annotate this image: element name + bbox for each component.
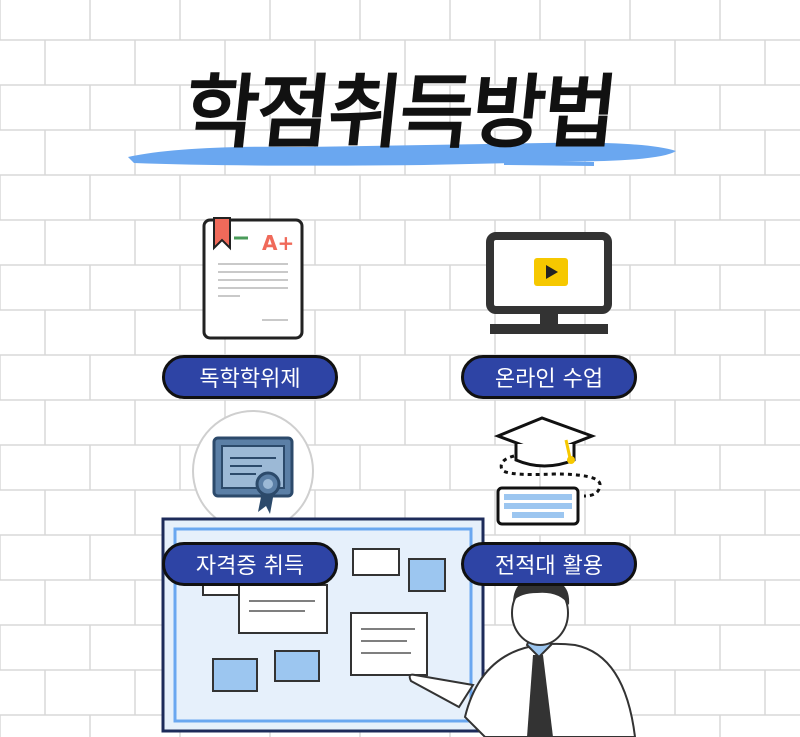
presenter-whiteboard-illustration — [161, 517, 637, 737]
graduation-cap-keyboard-icon — [494, 416, 602, 526]
diploma-badge-icon — [192, 410, 314, 532]
certificate-document-icon: A+ — [202, 217, 304, 340]
title-area: 학점취득방법 — [0, 55, 800, 185]
page-title: 학점취득방법 — [180, 66, 620, 159]
method-pill-previous-college[interactable]: 전적대 활용 — [461, 542, 637, 586]
method-pill-certificate[interactable]: 자격증 취득 — [162, 542, 338, 586]
method-pill-online-class[interactable]: 온라인 수업 — [461, 355, 637, 399]
title-underline-brush — [128, 142, 676, 166]
grade-badge: A+ — [262, 231, 294, 255]
monitor-play-icon — [486, 232, 612, 334]
method-pill-self-study-degree[interactable]: 독학학위제 — [162, 355, 338, 399]
